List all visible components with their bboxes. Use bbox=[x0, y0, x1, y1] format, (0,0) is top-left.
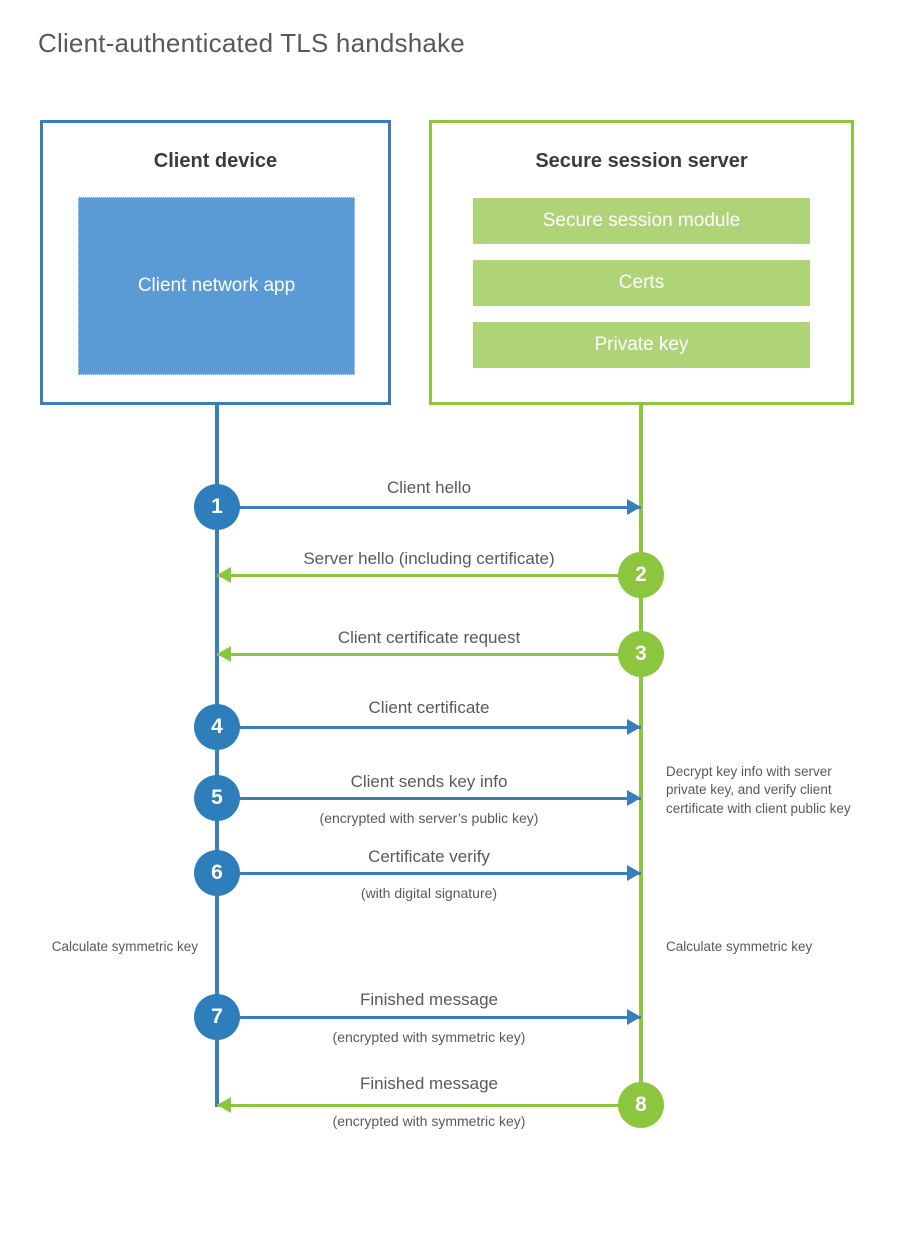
message-line-1 bbox=[217, 506, 641, 509]
message-label-6: Certificate verify bbox=[368, 847, 490, 866]
client-lifeline bbox=[215, 405, 219, 1107]
client-network-app-box: Client network app bbox=[78, 197, 355, 375]
step-circle-2[interactable]: 2 bbox=[618, 552, 664, 598]
message-label-5: Client sends key info bbox=[350, 772, 508, 791]
arrow-head-left-2 bbox=[217, 567, 231, 583]
message-sublabel-8: (encrypted with symmetric key) bbox=[332, 1113, 526, 1129]
message-line-4 bbox=[217, 726, 641, 729]
arrow-head-right-5 bbox=[627, 790, 641, 806]
message-line-8 bbox=[217, 1104, 641, 1107]
message-label-3: Client certificate request bbox=[337, 628, 521, 647]
client-device-box: Client device Client network app bbox=[40, 120, 391, 405]
message-line-5 bbox=[217, 797, 641, 800]
arrow-head-right-4 bbox=[627, 719, 641, 735]
server-lifeline bbox=[639, 405, 643, 1107]
arrow-head-right-6 bbox=[627, 865, 641, 881]
arrow-head-right-1 bbox=[627, 499, 641, 515]
message-label-1: Client hello bbox=[386, 478, 472, 497]
secure-session-server-title: Secure session server bbox=[535, 150, 748, 172]
server-decrypt-note: Decrypt key info with server private key… bbox=[666, 764, 851, 816]
client-calculate-symmetric-key-note: Calculate symmetric key bbox=[51, 939, 198, 954]
step-circle-1[interactable]: 1 bbox=[194, 484, 240, 530]
arrow-head-left-8 bbox=[217, 1097, 231, 1113]
step-circle-8[interactable]: 8 bbox=[618, 1082, 664, 1128]
message-line-6 bbox=[217, 872, 641, 875]
message-label-4: Client certificate bbox=[368, 698, 490, 717]
arrow-head-right-7 bbox=[627, 1009, 641, 1025]
arrow-head-left-3 bbox=[217, 646, 231, 662]
step-circle-3[interactable]: 3 bbox=[618, 631, 664, 677]
step-circle-6[interactable]: 6 bbox=[194, 850, 240, 896]
step-circle-5[interactable]: 5 bbox=[194, 775, 240, 821]
page-title: Client-authenticated TLS handshake bbox=[38, 28, 465, 58]
step-circle-4[interactable]: 4 bbox=[194, 704, 240, 750]
message-line-2 bbox=[217, 574, 641, 577]
server-calculate-symmetric-key-note: Calculate symmetric key bbox=[666, 939, 813, 954]
message-sublabel-7: (encrypted with symmetric key) bbox=[332, 1029, 526, 1045]
message-line-3 bbox=[217, 653, 641, 656]
client-device-title: Client device bbox=[153, 150, 278, 172]
server-component-secure-session-module: Secure session module bbox=[473, 198, 810, 244]
secure-session-server-box: Secure session server Secure session mod… bbox=[429, 120, 854, 405]
message-sublabel-5: (encrypted with server’s public key) bbox=[319, 810, 539, 826]
message-label-2: Server hello (including certificate) bbox=[303, 549, 555, 568]
message-label-8: Finished message bbox=[360, 1074, 498, 1093]
message-label-7: Finished message bbox=[360, 990, 498, 1009]
step-circle-7[interactable]: 7 bbox=[194, 994, 240, 1040]
server-component-private-key: Private key bbox=[473, 322, 810, 368]
server-component-certs: Certs bbox=[473, 260, 810, 306]
message-sublabel-6: (with digital signature) bbox=[360, 885, 498, 901]
message-line-7 bbox=[217, 1016, 641, 1019]
